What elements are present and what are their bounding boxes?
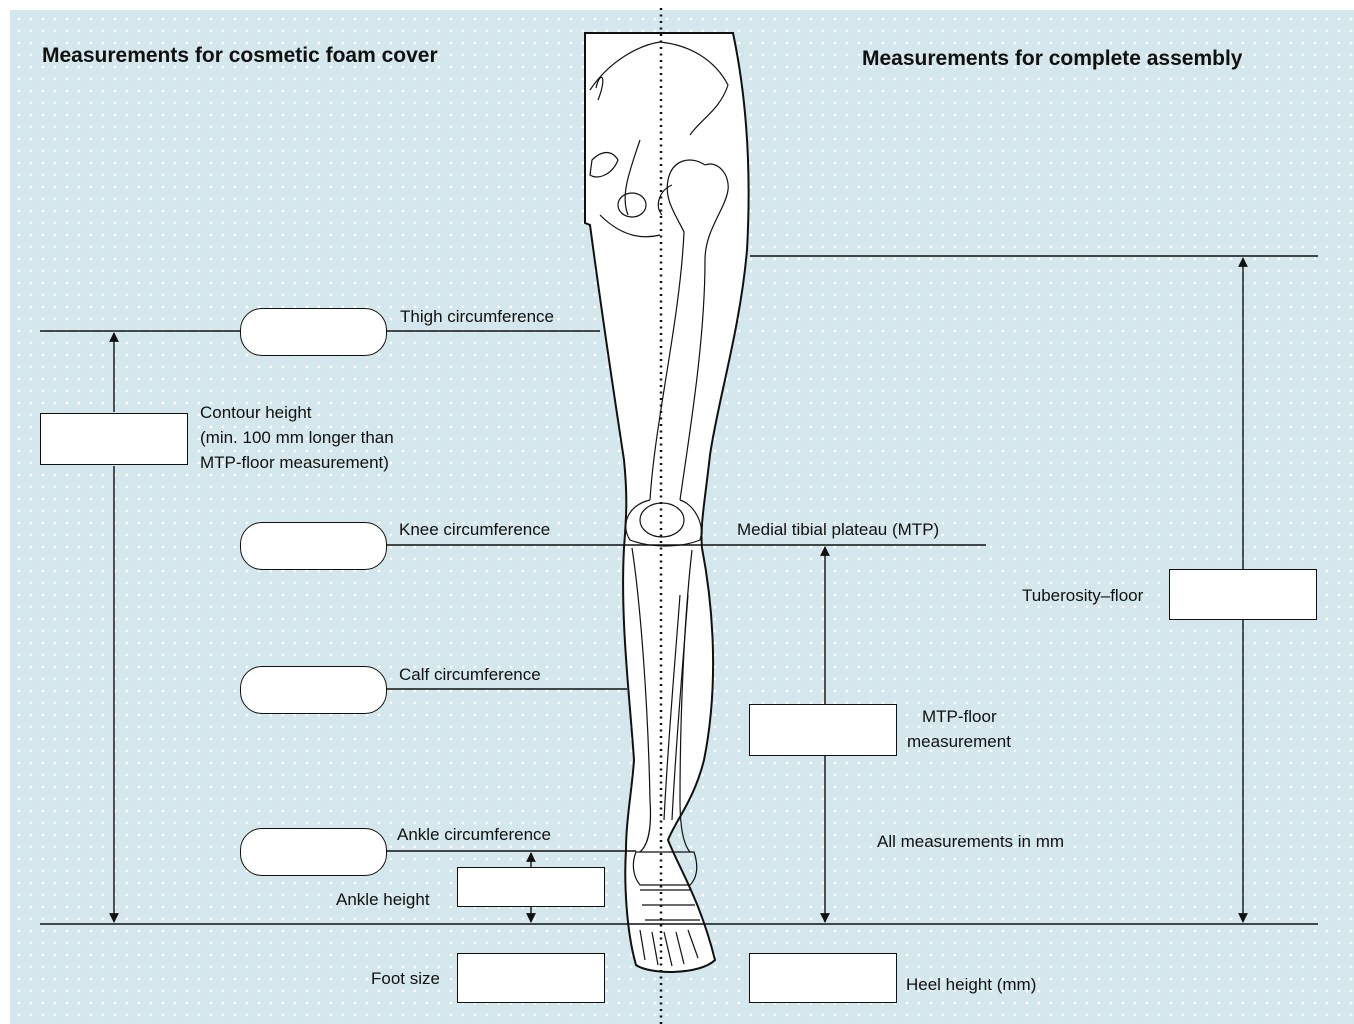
ankle-circumference-input[interactable] xyxy=(240,828,387,876)
ankle-circumference-label: Ankle circumference xyxy=(397,822,551,847)
calf-circumference-input[interactable] xyxy=(240,666,387,714)
knee-circumference-input[interactable] xyxy=(240,522,387,570)
ankle-height-input[interactable] xyxy=(457,867,605,907)
contour-height-label-2: (min. 100 mm longer than xyxy=(200,425,394,450)
ankle-height-label: Ankle height xyxy=(336,887,430,912)
heel-height-label: Heel height (mm) xyxy=(906,972,1036,997)
leg-illustration xyxy=(585,33,749,972)
mtp-floor-label-2: measurement xyxy=(907,729,1011,754)
thigh-circumference-label: Thigh circumference xyxy=(400,304,554,329)
heel-height-input[interactable] xyxy=(749,953,897,1003)
contour-height-label-1: Contour height xyxy=(200,400,312,425)
title-cosmetic-foam-cover: Measurements for cosmetic foam cover xyxy=(42,44,438,68)
all-measurements-note: All measurements in mm xyxy=(877,829,1064,854)
contour-height-input[interactable] xyxy=(40,413,188,465)
calf-circumference-label: Calf circumference xyxy=(399,662,541,687)
mtp-label: Medial tibial plateau (MTP) xyxy=(737,517,939,542)
foot-size-label: Foot size xyxy=(371,966,440,991)
mtp-floor-input[interactable] xyxy=(749,704,897,756)
tuberosity-floor-input[interactable] xyxy=(1169,569,1317,620)
leg-outline xyxy=(585,33,749,972)
tuberosity-floor-label: Tuberosity–floor xyxy=(1022,583,1143,608)
mtp-floor-label-1: MTP-floor xyxy=(922,704,997,729)
contour-height-label-3: MTP-floor measurement) xyxy=(200,450,389,475)
title-complete-assembly: Measurements for complete assembly xyxy=(862,47,1242,71)
foot-size-input[interactable] xyxy=(457,953,605,1003)
knee-circumference-label: Knee circumference xyxy=(399,517,550,542)
thigh-circumference-input[interactable] xyxy=(240,308,387,356)
